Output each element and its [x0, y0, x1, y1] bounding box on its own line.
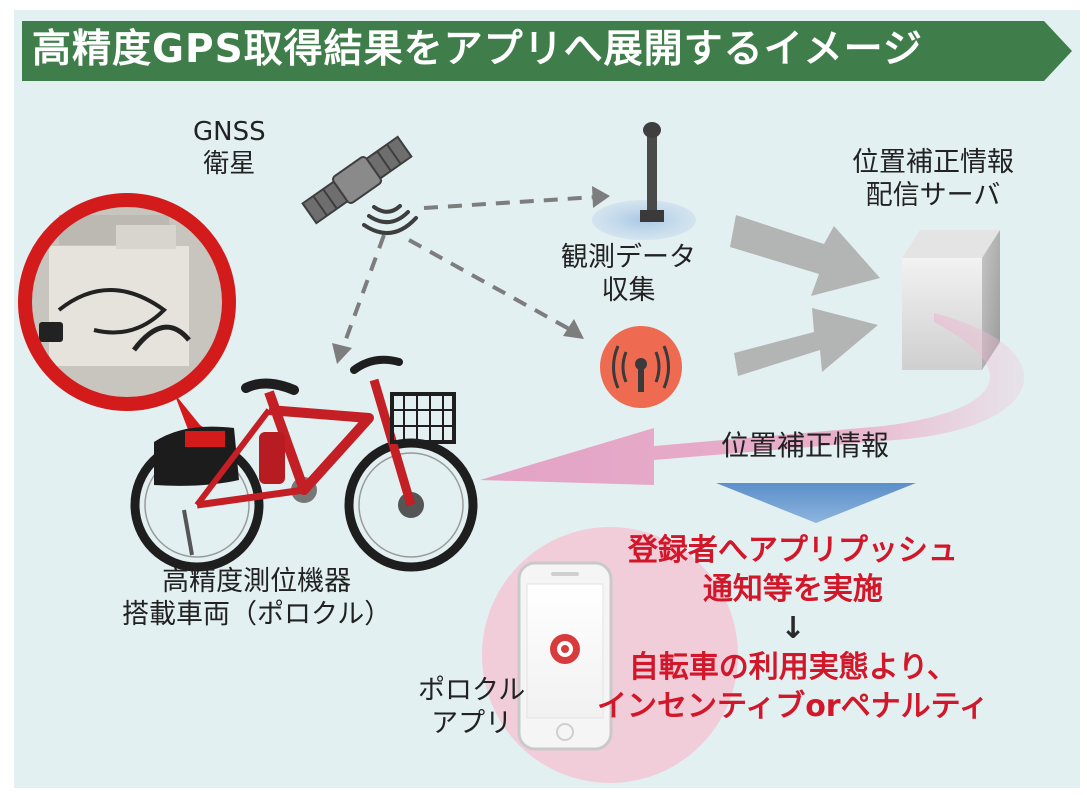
down-triangle-icon: [716, 483, 916, 523]
app-label-line: アプリ: [431, 707, 513, 739]
server-cube-icon: [902, 230, 1000, 370]
server-label-line: 配信サーバ: [865, 179, 1001, 211]
outcome-line: インセンティブorペナルティ: [597, 689, 989, 724]
outcome-arrow: ↓: [780, 611, 806, 646]
signal-arrows: [340, 195, 597, 351]
title-banner: [22, 21, 1072, 81]
antenna-icon: [600, 326, 682, 408]
satellite-label-line: 衛星: [203, 148, 256, 179]
observation-label: 観測データ 収集: [561, 242, 696, 308]
flow-arrows-to-server: [730, 215, 880, 376]
satellite-label: GNSS 衛星: [193, 117, 266, 180]
app-label: ポロクル アプリ: [418, 675, 525, 741]
device-inset-photo: [18, 193, 236, 440]
bicycle-label-line: 搭載車両（ポロクル）: [122, 598, 392, 630]
outcome-line: 登録者へアプリプッシュ: [627, 533, 958, 568]
diagram-canvas: [18, 21, 1072, 783]
page-title: 高精度GPS取得結果をアプリへ展開するイメージ: [32, 27, 923, 72]
correction-flow-arrow: [480, 313, 1025, 485]
server-label: 位置補正情報 配信サーバ: [852, 147, 1014, 213]
satellite-signal-waves: [362, 204, 418, 235]
observation-label-line: 観測データ: [561, 242, 696, 273]
outcome-line: 通知等を実施: [702, 572, 883, 607]
bicycle-icon: [130, 355, 478, 572]
reference-station-icon: [592, 122, 696, 240]
outcome-line: 自転車の利用実態より、: [628, 650, 957, 685]
correction-info-label: 位置補正情報: [721, 429, 890, 462]
outcome-text: 登録者へアプリプッシュ 通知等を実施 ↓ 自転車の利用実態より、 インセンティブ…: [597, 531, 989, 726]
signal-arrowheads: [332, 186, 610, 364]
server-label-line: 位置補正情報: [852, 147, 1014, 178]
satellite-icon: [301, 135, 413, 225]
satellite-label-line: GNSS: [193, 117, 266, 147]
bicycle-label: 高精度測位機器 搭載車両（ポロクル）: [122, 566, 391, 632]
app-label-line: ポロクル: [418, 675, 526, 706]
bicycle-label-line: 高精度測位機器: [162, 566, 352, 597]
diagram-panel: 高精度GPS取得結果をアプリへ展開するイメージ GNSS 衛星 観測データ 収集…: [14, 10, 1080, 788]
observation-label-line: 収集: [601, 274, 656, 306]
smartphone-icon: [517, 561, 613, 751]
